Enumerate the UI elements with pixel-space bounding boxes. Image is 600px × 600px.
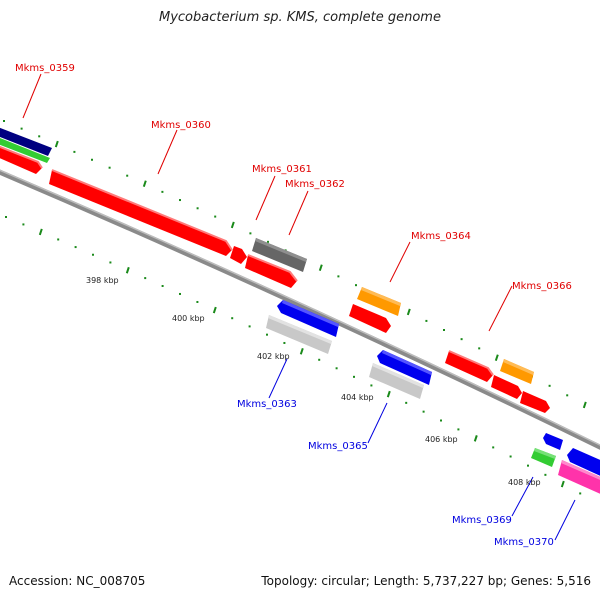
major-tick (38, 228, 43, 236)
tick-row-inner (5, 216, 582, 495)
gene-mkms-0364-red[interactable] (349, 304, 391, 333)
gene-label-mkms-0364[interactable]: Mkms_0364 (411, 231, 471, 242)
accession-label: Accession: NC_008705 (9, 574, 146, 588)
major-tick (299, 348, 304, 355)
gene-red-right-2[interactable] (520, 391, 550, 413)
major-tick (560, 480, 565, 488)
gene-mkms-0359-navy[interactable] (0, 126, 52, 156)
gene-label-mkms-0360[interactable]: Mkms_0360 (151, 120, 211, 131)
gene-orange-right[interactable] (500, 359, 534, 384)
major-tick (54, 140, 59, 148)
gene-label-mkms-0369[interactable]: Mkms_0369 (452, 515, 512, 526)
kbp-label-408: 408 kbp (508, 478, 541, 487)
major-tick (212, 306, 217, 314)
gene-label-mkms-0363[interactable]: Mkms_0363 (237, 399, 297, 410)
gene-mkms-0370-pink[interactable] (558, 460, 600, 496)
gene-mkms-0362-red[interactable] (245, 255, 297, 288)
gene-red-left[interactable] (0, 145, 42, 174)
gene-mkms-0363-blue[interactable] (277, 300, 339, 337)
gene-mkms-0361[interactable] (230, 246, 247, 264)
gene-red-right-1[interactable] (491, 375, 522, 399)
gene-mkms-0359-green[interactable] (0, 136, 50, 163)
gene-gray-light-1[interactable] (266, 315, 332, 354)
gene-blue-right[interactable] (567, 448, 600, 478)
gene-mkms-0369-green[interactable] (531, 448, 556, 467)
kbp-label-404: 404 kbp (341, 393, 374, 402)
diagram-title: Mycobacterium sp. KMS, complete genome (159, 10, 441, 25)
gene-blue-small[interactable] (543, 433, 563, 450)
genome-backbone-highlight (0, 169, 600, 446)
gene-blocks-reverse (266, 300, 600, 496)
kbp-label-400: 400 kbp (172, 314, 205, 323)
gene-mkms-0364-orange[interactable] (357, 287, 401, 316)
major-tick (473, 435, 478, 442)
gene-mkms-0366-red[interactable] (445, 351, 493, 382)
gene-label-mkms-0362[interactable]: Mkms_0362 (285, 179, 345, 190)
gene-mkms-0360[interactable] (49, 170, 232, 256)
major-tick (318, 264, 323, 271)
major-tick (406, 308, 411, 316)
gene-mkms-0365-blue[interactable] (377, 350, 432, 385)
gene-label-mkms-0370[interactable]: Mkms_0370 (494, 537, 554, 548)
gene-gray-light-2[interactable] (369, 363, 424, 399)
gene-label-mkms-0359[interactable]: Mkms_0359 (15, 63, 75, 74)
gene-label-mkms-0365[interactable]: Mkms_0365 (308, 441, 368, 452)
gene-mkms-0362-gray[interactable] (252, 238, 307, 272)
major-tick (125, 266, 130, 274)
gene-label-mkms-0366[interactable]: Mkms_0366 (512, 281, 572, 292)
major-tick (142, 180, 147, 188)
major-tick (582, 401, 587, 409)
genome-summary: Topology: circular; Length: 5,737,227 bp… (261, 574, 591, 588)
major-tick (494, 354, 499, 361)
gene-label-mkms-0361[interactable]: Mkms_0361 (252, 164, 312, 175)
kbp-label-398: 398 kbp (86, 276, 119, 285)
tick-row-outer (3, 120, 587, 409)
kbp-label-406: 406 kbp (425, 435, 458, 444)
major-tick (386, 390, 391, 398)
gene-blocks (0, 126, 550, 413)
major-tick (230, 221, 235, 229)
genome-backbone (0, 169, 600, 450)
label-leaders (22, 73, 576, 541)
kbp-label-402: 402 kbp (257, 352, 290, 361)
